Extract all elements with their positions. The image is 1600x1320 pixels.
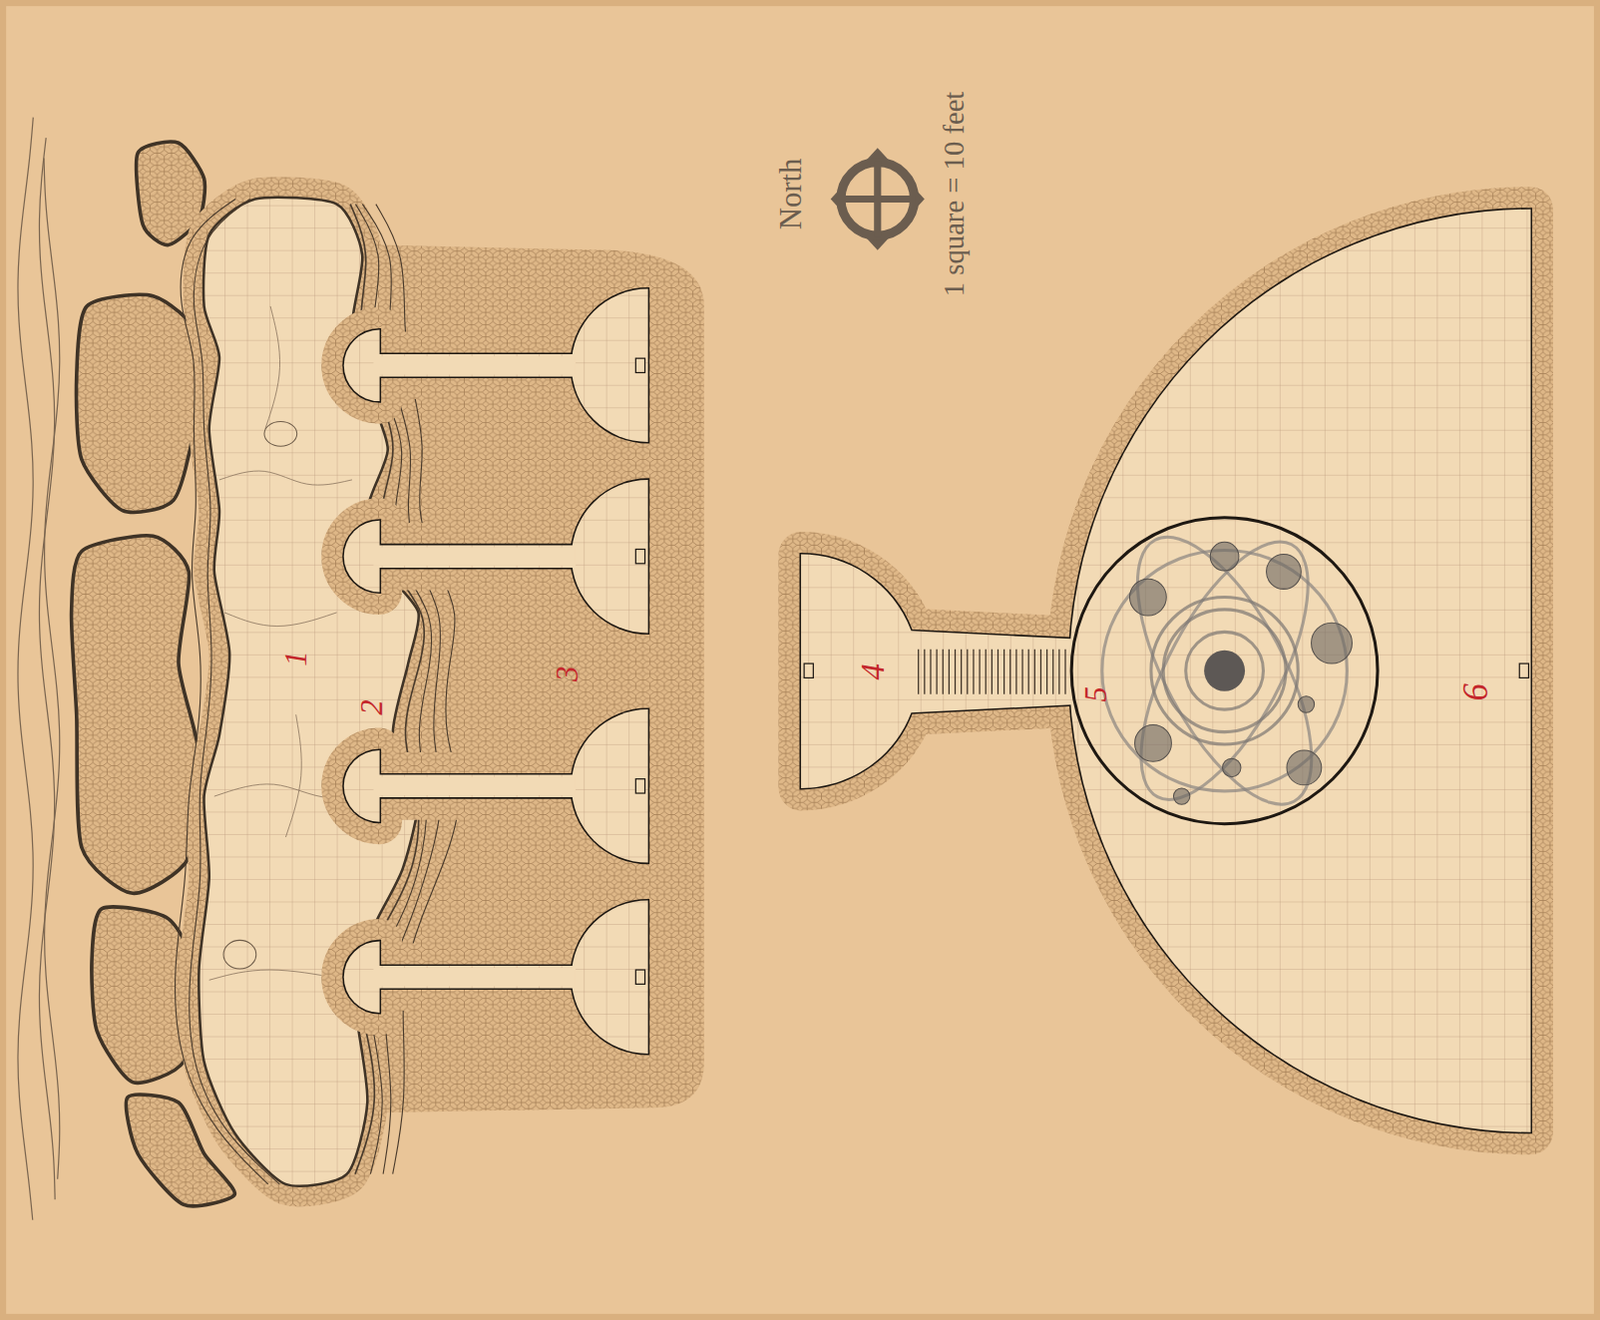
contour-line [189,199,281,1185]
stair-step [985,649,987,695]
stair-step [1064,649,1066,695]
area-number: 5 [1080,686,1112,702]
scale-note: 1 square = 10 feet [939,91,969,297]
room-floor [571,479,649,633]
stair-step [1028,649,1030,695]
stair-step [960,649,962,695]
floor-crack [285,714,302,837]
contour-line [175,199,269,1185]
stair-step [978,649,980,695]
room-wall [800,554,1077,789]
door [635,969,645,984]
room-wall [571,479,649,633]
stair-step [1052,649,1054,695]
door [635,358,645,373]
stair-step [942,649,944,695]
boulder [264,421,298,447]
stair-step [1040,649,1042,695]
room-wall [1069,209,1531,1133]
stair-step [929,649,931,695]
room-floor [571,289,649,442]
corridor [373,546,576,565]
stair-step [954,649,956,695]
area-number: 6 [1458,683,1494,701]
stair-step [936,649,938,695]
stair-step [1003,649,1005,695]
stone-surround [800,554,1077,789]
area-number: 2 [356,699,388,715]
room-floor [1069,209,1531,1133]
shore-line [17,117,33,1220]
compass-rose [830,147,925,250]
room-wall [571,709,649,862]
shore-line [43,158,60,1180]
stone-surround [1071,517,1378,824]
floor-crack [265,306,281,429]
stair-step [1021,649,1023,695]
stone-surround [571,709,649,862]
stair-step [1058,649,1060,695]
room-floor [800,554,1077,789]
stair-step [948,649,950,695]
orrery [1102,511,1353,829]
stair-step [991,649,993,695]
area-number: 3 [551,666,583,682]
room-wall [571,289,649,442]
stone-surround [1069,209,1531,1133]
stair-step [1009,649,1011,695]
door [635,779,645,794]
floor-crack [224,612,338,627]
stair-step [1015,649,1017,695]
room-floor [571,899,649,1053]
corridor [373,967,576,986]
area-number: 1 [280,650,312,666]
rock-outcrop [71,535,200,894]
door [803,663,813,678]
corridor [373,777,576,796]
floor-crack [219,470,353,485]
stone-surround [571,289,649,442]
stair-step [1046,649,1048,695]
room-wall [571,899,649,1053]
corridor [373,356,576,375]
area-number: 4 [855,663,889,680]
orrery-chamber [1071,517,1378,824]
room-wall [1071,517,1378,824]
compass-label: North [775,158,806,231]
stair-step [966,649,968,695]
stone-surround [571,479,649,633]
stair-step [917,649,919,695]
door [1519,663,1529,678]
door [635,548,645,563]
rock-outcrop [76,294,202,512]
stone-surround [571,899,649,1053]
room-floor [1071,517,1378,824]
boulder [223,939,257,969]
stair-step [1034,649,1036,695]
stair-step [923,649,925,695]
stair-step [997,649,999,695]
room-floor [571,709,649,862]
stair-step [972,649,974,695]
